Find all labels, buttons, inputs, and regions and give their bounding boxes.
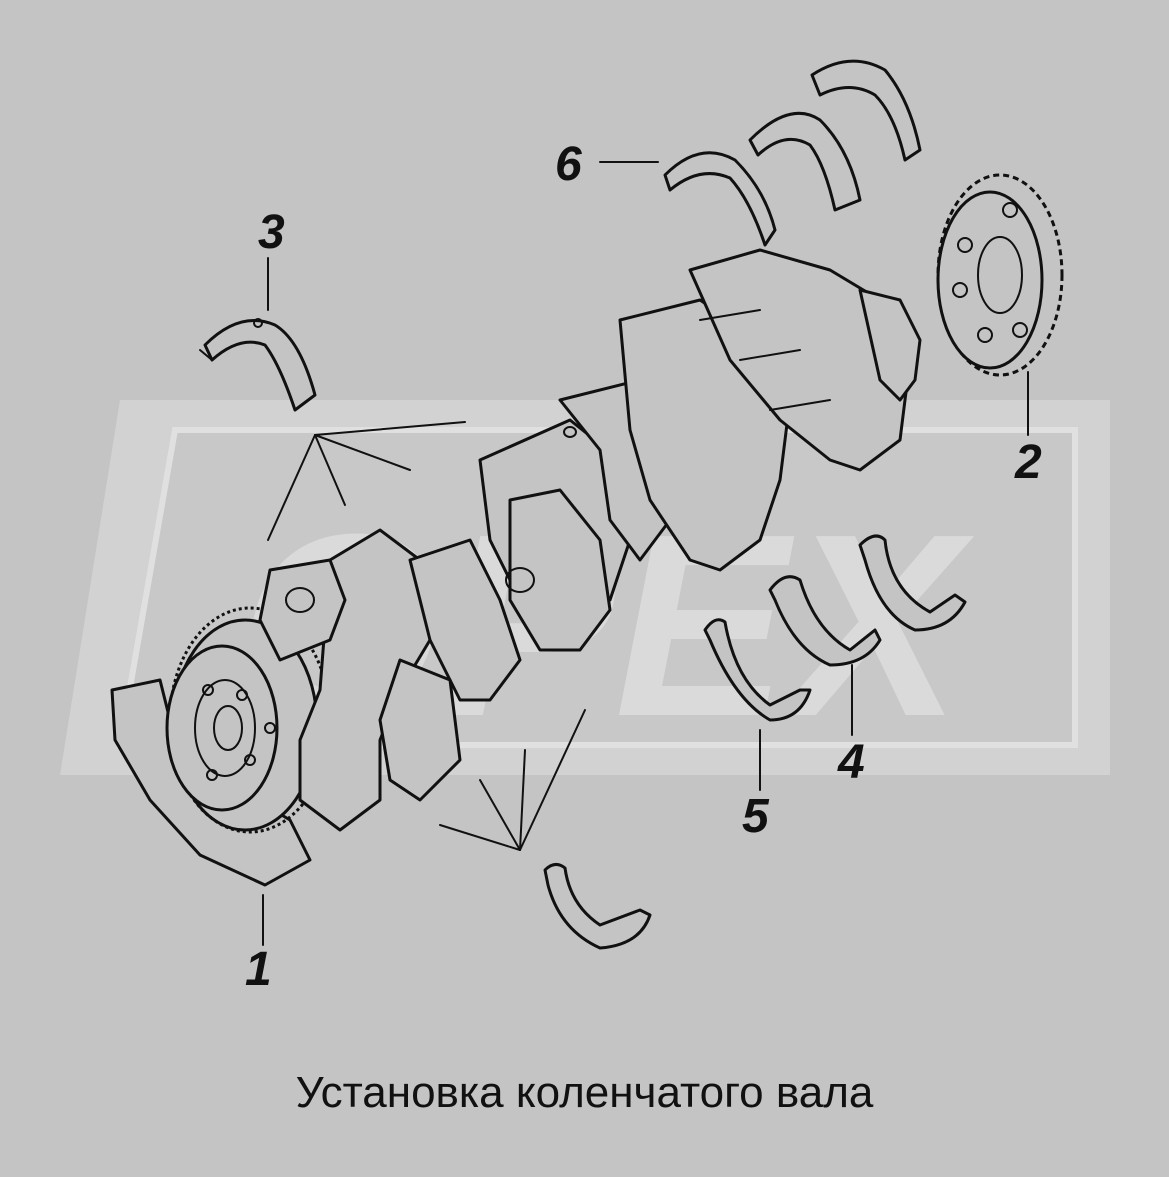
callout-labels: 1 2 3 4 5 6 — [245, 138, 1042, 996]
callout-6: 6 — [555, 138, 582, 191]
callout-3: 3 — [258, 206, 285, 259]
crankshaft-body — [258, 248, 922, 832]
callout-5: 5 — [742, 790, 770, 843]
bearing-shell-set-6 — [663, 59, 922, 247]
diagram-caption: Установка коленчатого вала — [295, 1068, 874, 1117]
callout-4: 4 — [837, 736, 865, 789]
callout-2: 2 — [1014, 436, 1042, 489]
bearing-shell-bottom — [543, 863, 652, 950]
thrust-half-rings-4 — [768, 534, 967, 667]
leader-lines — [262, 161, 1029, 946]
bearing-shell-5 — [703, 618, 812, 722]
callout-1: 1 — [245, 943, 272, 996]
bearing-shell-3 — [199, 318, 317, 412]
crankshaft-gear — [936, 173, 1064, 377]
